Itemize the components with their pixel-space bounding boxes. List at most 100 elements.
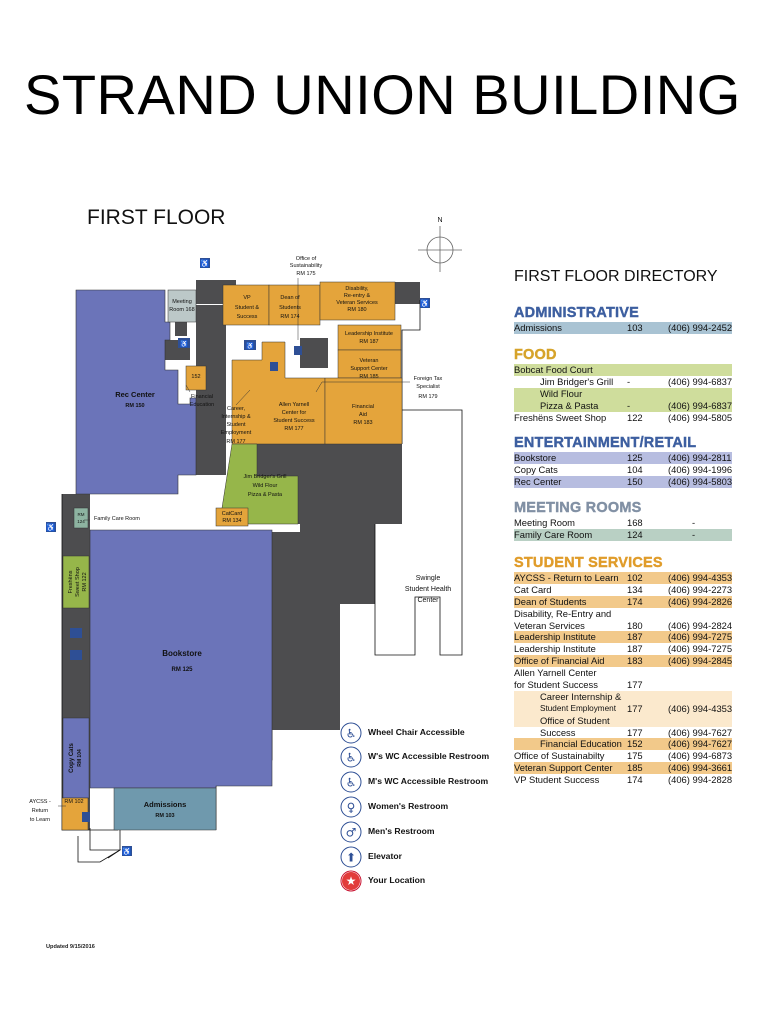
svg-text:Wild Flour: Wild Flour [253, 483, 278, 489]
svg-text:Student &: Student & [235, 305, 259, 311]
directory-entry-name: Bookstore [514, 452, 557, 463]
directory-entry-phone: (406) 994-2845 [668, 655, 733, 667]
legend-item: ⬆Elevator [340, 846, 540, 868]
svg-text:♿: ♿ [346, 776, 357, 790]
allen-yarnell-center-room[interactable] [231, 341, 326, 445]
directory-entry-room: 134 [627, 583, 643, 595]
directory-entry-name: Career Internship & [540, 690, 622, 702]
directory-entry-name: Admissions [514, 322, 562, 333]
compass-icon: N [418, 217, 462, 272]
directory-entry-name: Student Employment [540, 703, 617, 713]
svg-text:Re-entry &: Re-entry & [344, 293, 371, 299]
mens-restroom-icon: ♂ [340, 821, 362, 843]
svg-text:Return: Return [32, 808, 49, 814]
floor-title: FIRST FLOOR [87, 206, 226, 229]
directory-entry-phone: - [692, 528, 696, 540]
disability-services-room[interactable] [319, 281, 396, 321]
rec-center-rm-label: RM 150 [125, 403, 144, 409]
family-care-room[interactable] [73, 507, 89, 529]
womens-restroom-icon [294, 346, 302, 355]
womens-accessible-restroom-icon: ♿ [178, 338, 190, 348]
veteran-support-room[interactable] [337, 349, 402, 379]
legend-item: ♿Wheel Chair Accessible [340, 722, 540, 744]
directory-entry-phone: - [692, 517, 696, 528]
directory-entry-room: - [627, 375, 631, 387]
financial-aid-room[interactable] [324, 377, 403, 445]
legend-label: Men's Restroom [368, 826, 435, 836]
directory-entry-name: Family Care Room [514, 528, 593, 540]
svg-text:Student: Student [227, 422, 246, 428]
legend-item: ♿W's WC Accessible Restroom [340, 746, 540, 768]
legend-label: W's WC Accessible Restroom [368, 751, 490, 761]
admissions-label: Admissions [144, 800, 187, 809]
svg-text:CatCard: CatCard [222, 511, 242, 517]
legend-label: Your Location [368, 875, 426, 885]
admissions-room[interactable] [113, 787, 217, 831]
legend-item: ♿ M's WC Accessible Restroom [340, 771, 540, 793]
directory-entry-name: Dean of Students [514, 595, 587, 607]
svg-text:124: 124 [77, 519, 85, 524]
elevator-icon [82, 812, 90, 822]
svg-text:♿: ♿ [346, 727, 357, 741]
bookstore-room[interactable] [89, 529, 273, 789]
directory-entry-name: Veteran Support Center [514, 762, 613, 774]
directory-entry-name: Bobcat Food Court [514, 364, 593, 375]
directory-entry-room: 168 [627, 517, 643, 528]
directory-entry-room: 174 [627, 774, 643, 786]
directory-row: Wild Flour [514, 387, 732, 400]
svg-text:Veteran: Veteran [360, 358, 379, 364]
leadership-institute-room[interactable] [337, 324, 402, 351]
svg-text:Disability,: Disability, [345, 286, 369, 292]
elevator-icon: ⬆ [340, 846, 362, 868]
svg-text:Career,: Career, [227, 406, 246, 412]
directory-row: Pizza & Pasta-(406) 994-6837 [514, 399, 732, 412]
financial-education-room[interactable] [185, 365, 207, 391]
svg-text:RM 180: RM 180 [347, 307, 366, 313]
svg-text:⬆: ⬆ [346, 851, 356, 865]
directory-entry-name: Wild Flour [540, 387, 583, 399]
svg-text:♀: ♀ [347, 801, 356, 815]
svg-text:Allen Yarnell: Allen Yarnell [279, 402, 309, 408]
svg-text:Student Health: Student Health [405, 586, 451, 593]
directory-entry-name: Allen Yarnell Center [514, 667, 597, 679]
copy-cats-room[interactable] [62, 717, 90, 799]
directory-entry-phone: (406) 994-2824 [668, 619, 733, 631]
svg-text:RM 177: RM 177 [284, 426, 303, 432]
dean-of-students-room[interactable] [268, 284, 321, 326]
wheelchair-icon: ♿ [46, 522, 56, 532]
freshens-room[interactable] [62, 555, 90, 609]
vp-student-success-room[interactable] [222, 284, 270, 326]
legend-label: M's WC Accessible Restroom [368, 776, 489, 786]
wheelchair-icon: ♿ [122, 846, 132, 856]
legend-item: ★Your Location [340, 870, 540, 892]
meeting-room-168[interactable] [167, 289, 197, 323]
catcard-room[interactable] [215, 507, 249, 527]
svg-text:Meeting: Meeting [172, 299, 192, 305]
directory-entry-phone: (406) 994-7275 [668, 643, 733, 655]
svg-text:RM 183: RM 183 [353, 420, 372, 426]
admissions-rm-label: RM 103 [155, 813, 174, 819]
svg-text:Jim Bridger's Grill: Jim Bridger's Grill [244, 474, 287, 480]
svg-text:VP: VP [243, 295, 251, 301]
directory-entry-name: Pizza & Pasta [540, 399, 599, 411]
womens-accessible-restroom-icon [70, 628, 82, 638]
directory-entry-room: - [627, 399, 631, 411]
directory-entry-name: Rec Center [514, 475, 562, 487]
directory-entry-room: 187 [627, 631, 643, 643]
directory-entry-phone: (406) 994-2273 [668, 583, 733, 595]
directory-entry-phone: (406) 994-4353 [668, 572, 733, 583]
svg-text:RM 174: RM 174 [280, 314, 299, 320]
